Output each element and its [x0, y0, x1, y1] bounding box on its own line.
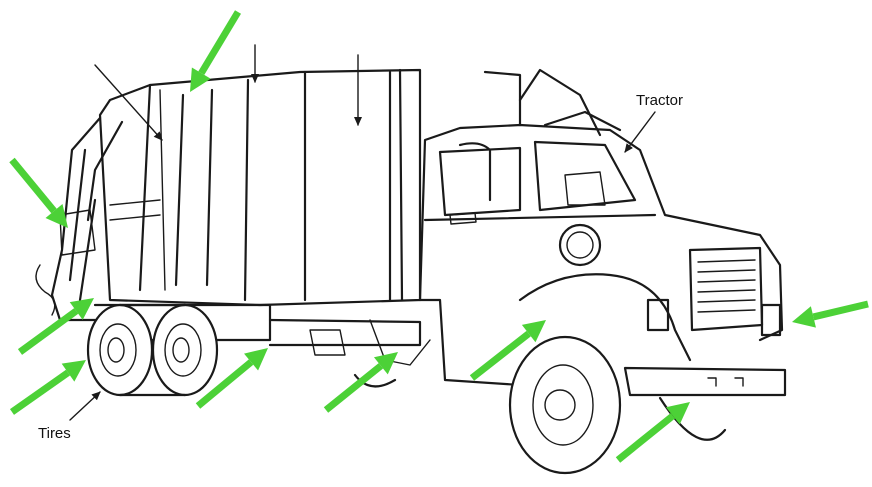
green-arrow-shaft-8	[618, 416, 673, 460]
green-annotation-arrows	[12, 12, 868, 460]
green-arrow-shaft-2	[12, 160, 54, 211]
green-arrow-shaft-6	[326, 366, 381, 410]
tractor-cab	[420, 70, 785, 395]
tires-label: Tires	[38, 425, 71, 442]
green-arrow-head-9	[792, 306, 816, 327]
tractor-label: Tractor	[636, 92, 683, 109]
front-wheel	[355, 337, 725, 473]
packer-body	[100, 70, 420, 305]
green-arrow-shaft-9	[813, 304, 868, 317]
rear-wheels	[88, 305, 217, 395]
green-arrow-shaft-3	[20, 311, 76, 352]
green-arrow-shaft-1	[201, 12, 238, 73]
green-arrow-shaft-4	[12, 373, 68, 412]
